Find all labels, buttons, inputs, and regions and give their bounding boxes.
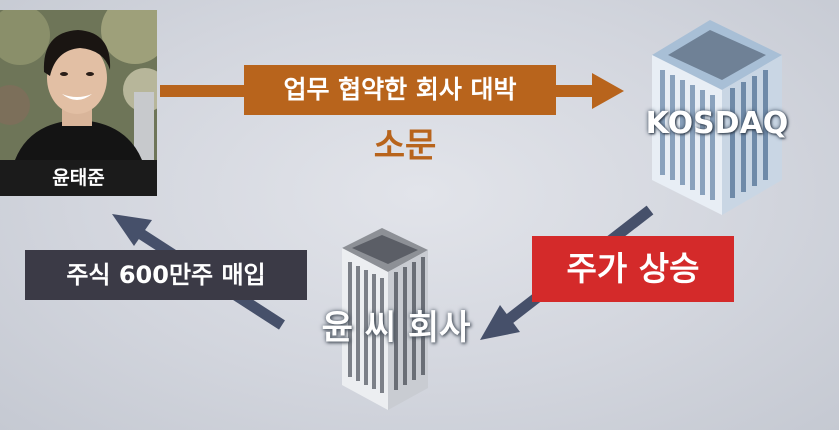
kosdaq-label: KOSDAQ — [645, 106, 789, 141]
company-label: 윤 씨 회사 — [321, 308, 471, 348]
deal-rumor-box: 업무 협약한 회사 대박 — [244, 65, 556, 115]
person-name-label: 윤태준 — [0, 160, 157, 196]
person-photo-card: 윤태준 — [0, 10, 157, 196]
share-purchase-box: 주식 600만주 매입 — [25, 250, 307, 300]
rumor-label: 소문 — [373, 126, 437, 166]
price-rise-box: 주가 상승 — [532, 236, 734, 302]
